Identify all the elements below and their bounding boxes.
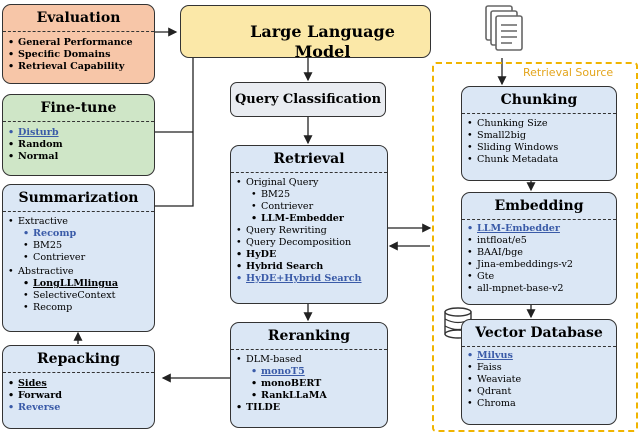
list-item: Contriever (3, 252, 154, 264)
list-item: Random (3, 139, 154, 151)
list-item: Hybrid Search (231, 261, 387, 273)
llm-box: Large Language Model (180, 5, 431, 58)
finetune-box: Fine-tune Disturb Random Normal (2, 94, 155, 176)
list-item: Query Decomposition (231, 237, 387, 249)
list-item: BM25 (231, 189, 387, 201)
list-item: monoT5 (231, 366, 387, 378)
evaluation-list: General Performance Specific Domains Ret… (3, 32, 154, 73)
finetune-title: Fine-tune (3, 95, 154, 122)
list-item: Contriever (231, 201, 387, 213)
list-item: Weaviate (462, 374, 616, 386)
list-item: Chroma (462, 398, 616, 410)
embedding-list: LLM-Embedder intfloat/e5 BAAI/bge Jina-e… (462, 220, 616, 295)
list-item: Query Rewriting (231, 225, 387, 237)
reranking-list: DLM-based monoT5 monoBERT RankLLaMA TILD… (231, 350, 387, 414)
list-item: HyDE+Hybrid Search (231, 273, 387, 285)
list-item: Recomp (3, 302, 154, 314)
list-item: Sides (3, 378, 154, 390)
list-item: monoBERT (231, 378, 387, 390)
repacking-box: Repacking Sides Forward Reverse (2, 345, 155, 429)
evaluation-box: Evaluation General Performance Specific … (2, 4, 155, 84)
list-item: BM25 (3, 240, 154, 252)
chunking-box: Chunking Chunking Size Small2big Sliding… (461, 86, 617, 181)
list-item: Sliding Windows (462, 142, 616, 154)
summarization-box: Summarization Extractive Recomp BM25 Con… (2, 184, 155, 332)
list-item: LLM-Embedder (462, 223, 616, 235)
list-item: DLM-based (231, 354, 387, 366)
list-item: Small2big (462, 130, 616, 142)
list-item: Reverse (3, 402, 154, 414)
reranking-box: Reranking DLM-based monoT5 monoBERT Rank… (230, 322, 388, 428)
list-item: Retrieval Capability (3, 61, 154, 73)
repacking-title: Repacking (3, 346, 154, 373)
list-item: Chunk Metadata (462, 154, 616, 166)
list-item: BAAI/bge (462, 247, 616, 259)
list-item: Abstractive (3, 266, 154, 278)
list-item: Jina-embeddings-v2 (462, 259, 616, 271)
list-item: RankLLaMA (231, 390, 387, 402)
retrieval-source-label: Retrieval Source (523, 66, 614, 79)
evaluation-title: Evaluation (3, 5, 154, 32)
list-item: Milvus (462, 350, 616, 362)
summarization-title: Summarization (3, 185, 154, 212)
list-item: Normal (3, 151, 154, 163)
summarization-list: Extractive Recomp BM25 Contriever Abstra… (3, 212, 154, 314)
list-item: Original Query (231, 177, 387, 189)
arrow-summarization-to-llm (155, 45, 198, 207)
list-item: intfloat/e5 (462, 235, 616, 247)
chunking-list: Chunking Size Small2big Sliding Windows … (462, 114, 616, 166)
list-item: HyDE (231, 249, 387, 261)
finetune-list: Disturb Random Normal (3, 122, 154, 163)
vector-database-list: Milvus Faiss Weaviate Qdrant Chroma (462, 347, 616, 410)
embedding-title: Embedding (462, 193, 616, 220)
list-item: LongLLMlingua (3, 278, 154, 290)
repacking-list: Sides Forward Reverse (3, 373, 154, 414)
vector-database-box: Vector Database Milvus Faiss Weaviate Qd… (461, 319, 617, 425)
list-item: SelectiveContext (3, 290, 154, 302)
retrieval-title: Retrieval (231, 146, 387, 173)
list-item: TILDE (231, 402, 387, 414)
query-classification-box: Query Classification (230, 82, 386, 117)
chunking-title: Chunking (462, 87, 616, 114)
list-item: Specific Domains (3, 49, 154, 61)
list-item: LLM-Embedder (231, 213, 387, 225)
vector-database-title: Vector Database (462, 320, 616, 347)
list-item: Recomp (3, 228, 154, 240)
retrieval-source-region (432, 62, 638, 432)
list-item: General Performance (3, 37, 154, 49)
list-item: Disturb (3, 127, 154, 139)
reranking-title: Reranking (231, 323, 387, 350)
documents-icon (485, 5, 523, 51)
list-item: Qdrant (462, 386, 616, 398)
llm-title: Large Language Model (250, 22, 395, 58)
list-item: Extractive (3, 216, 154, 228)
list-item: Faiss (462, 362, 616, 374)
list-item: Forward (3, 390, 154, 402)
query-classification-title: Query Classification (234, 92, 382, 107)
embedding-box: Embedding LLM-Embedder intfloat/e5 BAAI/… (461, 192, 617, 305)
retrieval-box: Retrieval Original Query BM25 Contriever… (230, 145, 388, 304)
list-item: Chunking Size (462, 118, 616, 130)
retrieval-list: Original Query BM25 Contriever LLM-Embed… (231, 173, 387, 285)
list-item: all-mpnet-base-v2 (462, 283, 616, 295)
list-item: Gte (462, 271, 616, 283)
